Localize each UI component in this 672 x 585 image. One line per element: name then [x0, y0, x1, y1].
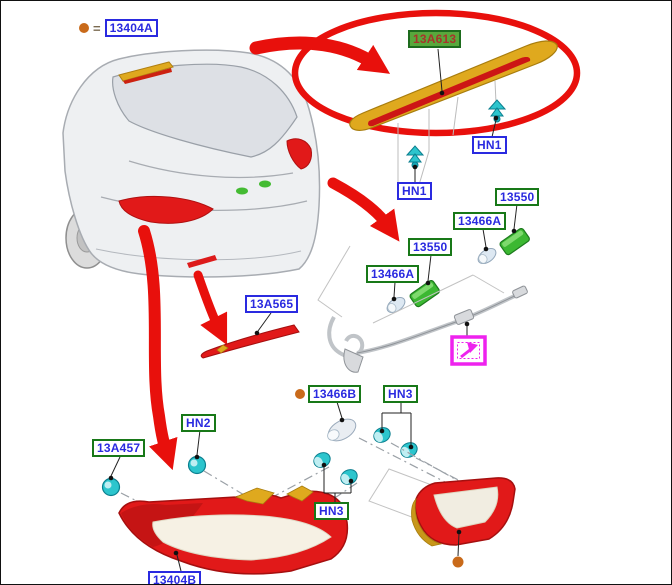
bulb-holder-hn3-2: [400, 442, 418, 458]
part-label-13466B[interactable]: 13466B: [308, 385, 362, 403]
bulb-holder-hn3-4: [340, 469, 358, 485]
bulb-holder-hn3-3: [313, 452, 331, 468]
bulb-holder-hn3-1: [373, 427, 391, 443]
harness-trumpet-connector: [343, 348, 364, 373]
bulb-13466B: [327, 418, 357, 442]
screw-hn1-lower: [405, 145, 425, 169]
part-label-HN1-lower[interactable]: HN1: [397, 182, 432, 200]
chmsl-guide-lines: [397, 80, 497, 186]
part-label-13A457[interactable]: 13A457: [92, 439, 146, 457]
reflector-part: [200, 324, 300, 359]
harness-connector: [453, 309, 475, 325]
outer-tail-lamp-part: [118, 485, 349, 575]
legend-equals: =: [93, 20, 101, 36]
detail-view-box[interactable]: [450, 321, 487, 366]
part-label-13550-left[interactable]: 13550: [408, 238, 453, 256]
arrow-to-chmsl: [249, 36, 391, 74]
car-license-lamp-b: [259, 180, 271, 188]
chain-wires: [317, 245, 505, 324]
car-bumper-reflector: [187, 255, 217, 268]
car-tail-lamp-left: [118, 195, 214, 224]
arrow-to-outer-lamp: [138, 225, 178, 471]
part-label-13466B-group: 13466B: [295, 385, 362, 403]
part-label-HN1-upper[interactable]: HN1: [472, 136, 507, 154]
part-label-HN3-upper[interactable]: HN3: [383, 385, 418, 403]
harness-end-connector: [512, 285, 528, 299]
part-label-13A565[interactable]: 13A565: [245, 295, 299, 313]
car-trunk-line: [128, 160, 294, 179]
leader-lines: [110, 48, 518, 572]
part-label-HN3-lower[interactable]: HN3: [314, 502, 349, 520]
part-label-HN2[interactable]: HN2: [181, 414, 216, 432]
grommet-hn2: [187, 455, 207, 475]
license-lamp-right: [499, 227, 530, 256]
highlight-oval: [291, 9, 581, 137]
part-label-13550-right[interactable]: 13550: [495, 188, 540, 206]
part-label-13404A-legend[interactable]: 13404A: [104, 19, 158, 37]
part-label-13466A-right[interactable]: 13466A: [453, 212, 507, 230]
chmsl-part: [349, 40, 558, 131]
car-chmsl-stripe: [123, 68, 172, 84]
part-label-13404B[interactable]: 13404B: [148, 571, 202, 584]
arrow-to-license-lamps: [327, 177, 400, 242]
car-chmsl-highlight: [118, 61, 174, 82]
license-socket-right: [477, 247, 497, 265]
car-license-lamp-a: [236, 187, 248, 195]
leader-dots: [108, 90, 517, 556]
car-rear-window: [112, 63, 298, 158]
red-arrows: [138, 36, 400, 471]
part-label-13466A-left[interactable]: 13466A: [366, 265, 420, 283]
inner-tail-lamp-part: [411, 477, 516, 547]
wiring-harness: [327, 285, 528, 373]
car-tail-lamp-right: [286, 138, 312, 170]
car-rear-view: [62, 49, 321, 278]
part-label-13A613[interactable]: 13A613: [408, 30, 462, 48]
orange-bullet-icon: [295, 389, 305, 399]
grommet-13A457: [101, 477, 121, 497]
license-lamp-left: [409, 279, 440, 308]
legend: = 13404A: [79, 19, 158, 37]
arrow-to-reflector: [193, 270, 228, 346]
orange-bullet-icon: [79, 23, 89, 33]
northeast-arrow-icon: [460, 342, 478, 359]
inner-lamp-bullet-marker: [452, 556, 464, 568]
